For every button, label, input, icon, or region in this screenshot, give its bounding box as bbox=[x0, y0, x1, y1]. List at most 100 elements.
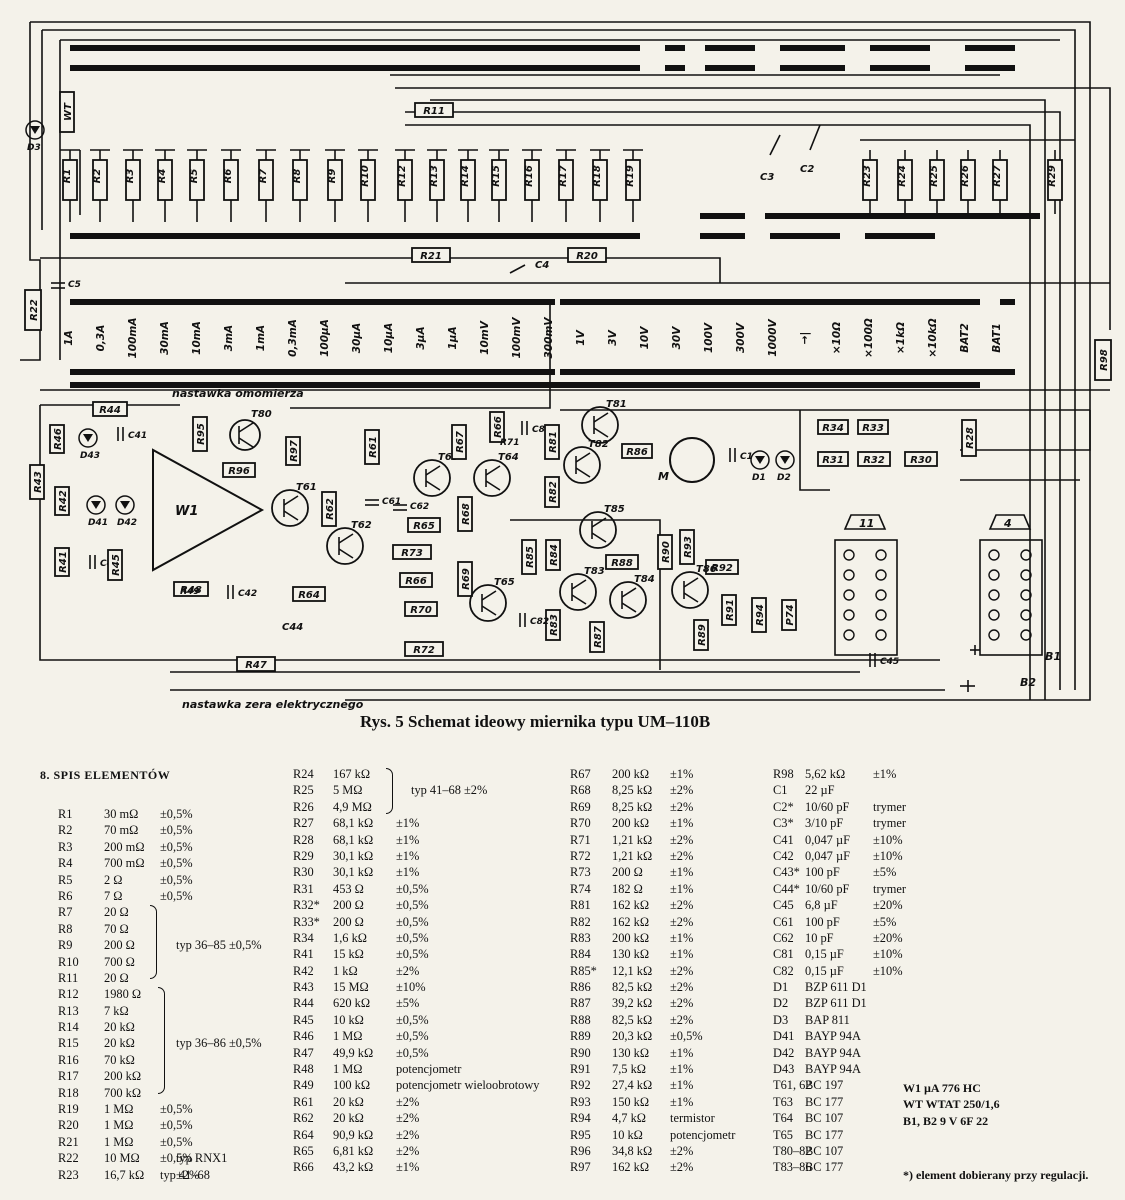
resistor-r85 bbox=[521, 539, 537, 575]
part-tolerance: trymer bbox=[873, 816, 907, 831]
part-value: 700 Ω bbox=[104, 954, 135, 969]
part-ref: R65 bbox=[293, 1143, 314, 1158]
range-label: 100µA bbox=[319, 319, 331, 357]
component-label: T82 bbox=[588, 439, 609, 450]
part-ref: C45 bbox=[773, 898, 794, 913]
part-value: 8,25 kΩ bbox=[612, 783, 653, 798]
part-value: 162 kΩ bbox=[612, 914, 650, 929]
part-ref: R23 bbox=[58, 1167, 79, 1182]
part-value: 82,5 kΩ bbox=[612, 980, 653, 995]
zero-adjust-annotation: nastawka zera elektrycznego bbox=[182, 698, 364, 711]
part-row: R85*12,1 kΩ±2% bbox=[570, 963, 760, 979]
part-ref: R22 bbox=[58, 1151, 79, 1166]
wire bbox=[20, 22, 41, 361]
component-label: R11 bbox=[423, 106, 445, 117]
switch-contact bbox=[875, 569, 887, 581]
part-tolerance: ±1% bbox=[873, 767, 897, 781]
part-value: 10 kΩ bbox=[612, 1127, 643, 1142]
resistor-r22 bbox=[24, 289, 42, 331]
part-note: typ RNX1 bbox=[176, 1151, 228, 1166]
resistor-label: R7 bbox=[258, 169, 269, 184]
part-value: BC 177 bbox=[805, 1094, 844, 1109]
ic-and-battery-list: W1 µA 776 HC WT WTAT 250/1,6 B1, B2 9 V … bbox=[903, 1080, 1000, 1129]
part-ref: R7 bbox=[58, 905, 73, 920]
part-value: 39,2 kΩ bbox=[612, 996, 653, 1011]
part-ref: R14 bbox=[58, 1020, 79, 1035]
part-value: 16,7 kΩ bbox=[104, 1167, 145, 1182]
switch-deck-sw4 bbox=[979, 539, 1043, 656]
part-value: 200 Ω bbox=[612, 865, 643, 880]
diode-d3 bbox=[25, 120, 45, 140]
part-value: 2 Ω bbox=[104, 872, 123, 887]
part-tolerance: ±2% bbox=[670, 1160, 694, 1175]
resistor-r70 bbox=[404, 601, 438, 617]
part-tolerance: ±1% bbox=[396, 848, 420, 863]
resistor-r98 bbox=[1094, 339, 1112, 381]
part-ref: R74 bbox=[570, 881, 591, 896]
part-ref: R90 bbox=[570, 1045, 591, 1060]
part-value: 200 kΩ bbox=[612, 767, 650, 781]
part-ref: C42 bbox=[773, 848, 794, 863]
wire bbox=[405, 124, 1031, 700]
part-tolerance: ±2% bbox=[670, 996, 694, 1011]
part-value: 6,81 kΩ bbox=[333, 1143, 374, 1158]
part-value: BC 177 bbox=[805, 1127, 844, 1142]
part-ref: R45 bbox=[293, 1012, 314, 1027]
part-ref: R92 bbox=[570, 1078, 591, 1093]
component-label: C82 bbox=[530, 617, 549, 627]
part-tolerance: trymer bbox=[873, 881, 907, 896]
range-label: 1µA bbox=[447, 326, 459, 349]
part-value: 1,6 kΩ bbox=[333, 930, 367, 945]
part-value: 15 MΩ bbox=[333, 980, 369, 995]
part-ref: C3* bbox=[773, 816, 794, 831]
part-value: 200 mΩ bbox=[104, 839, 145, 854]
component-label: T61 bbox=[296, 482, 317, 493]
part-ref: R26 bbox=[293, 799, 314, 814]
wire bbox=[481, 605, 497, 616]
component-label: T64 bbox=[498, 452, 519, 463]
resistor-wt bbox=[59, 91, 75, 133]
diode-d41 bbox=[86, 495, 106, 515]
wire bbox=[683, 592, 699, 603]
component-label: W1 bbox=[175, 504, 198, 519]
component-label: R68 bbox=[461, 503, 472, 525]
switch-contact bbox=[988, 569, 1000, 581]
wire bbox=[799, 410, 830, 491]
resistor-label: R12 bbox=[397, 165, 408, 187]
resistor-r61 bbox=[364, 429, 380, 465]
component-label: R97 bbox=[289, 440, 300, 462]
part-ref: R29 bbox=[293, 848, 314, 863]
part-tolerance: ±2% bbox=[396, 1111, 420, 1126]
range-label: 1mA bbox=[255, 325, 267, 351]
part-tolerance: ±1% bbox=[670, 1045, 694, 1060]
range-label: 3V bbox=[607, 329, 619, 345]
diode-symbol bbox=[30, 126, 40, 134]
component-label: R46 bbox=[53, 428, 64, 450]
wire bbox=[593, 427, 609, 438]
range-label: →| bbox=[799, 332, 811, 345]
component-label: R64 bbox=[298, 590, 320, 601]
component-label: C62 bbox=[410, 502, 429, 512]
wire bbox=[769, 134, 781, 156]
part-value: BAYP 94A bbox=[805, 1029, 861, 1044]
part-tolerance: typ 41–68 bbox=[160, 1167, 210, 1182]
wire bbox=[481, 590, 497, 601]
part-ref: T63 bbox=[773, 1094, 793, 1109]
part-value: 4,7 kΩ bbox=[612, 1111, 646, 1126]
